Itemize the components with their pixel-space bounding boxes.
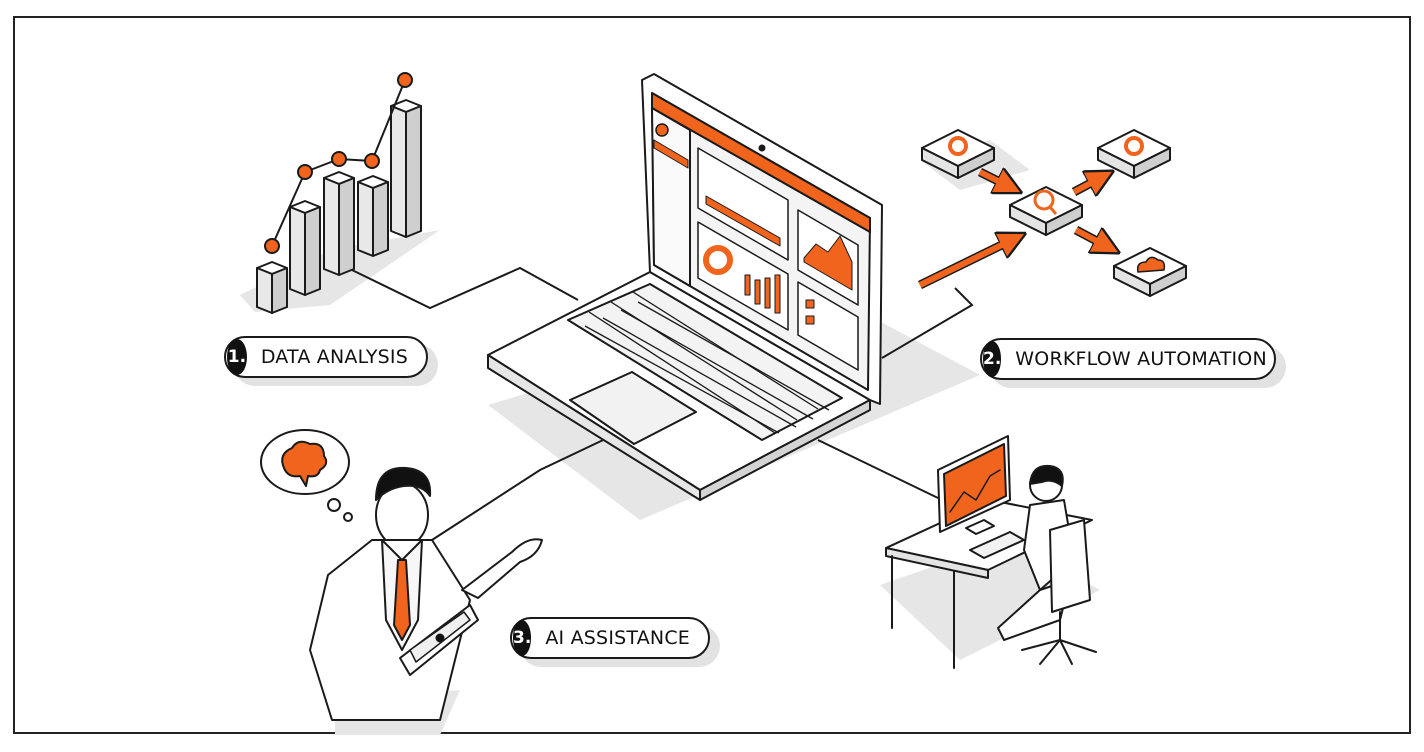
gear-icon (948, 136, 968, 156)
label-text: WORKFLOW AUTOMATION (1015, 348, 1267, 370)
assistant-person (260, 429, 543, 721)
chart-point (264, 238, 280, 254)
label-workflow-automation: 2. WORKFLOW AUTOMATION (980, 338, 1276, 380)
chart-bar (256, 261, 288, 314)
connector-lines (351, 266, 974, 541)
label-data-analysis: 1. DATA ANALYSIS (224, 336, 428, 378)
chart-point (397, 72, 413, 88)
label-ai-assistance: 3. AI ASSISTANCE (510, 617, 710, 659)
gear-tile (921, 129, 995, 179)
bar-chart-icon (256, 72, 422, 314)
chart-point (331, 151, 347, 167)
laptop-icon (487, 73, 883, 501)
chart-bar (323, 171, 355, 276)
label-number: 1. (227, 339, 247, 375)
trackpad (569, 371, 697, 445)
chart-bar (289, 200, 321, 296)
desk-worker (885, 435, 1097, 669)
chart-bar (390, 99, 422, 238)
chart-point (297, 164, 313, 180)
search-icon (1033, 189, 1055, 211)
label-number: 2. (983, 341, 1002, 377)
chart-point (364, 153, 380, 169)
brain-icon (281, 440, 328, 487)
label-text: AI ASSISTANCE (545, 627, 690, 649)
cloud-icon (1136, 256, 1166, 273)
label-text: DATA ANALYSIS (260, 346, 408, 368)
gear-tile (1097, 129, 1171, 179)
chart-bar (357, 175, 389, 257)
label-number: 3. (513, 620, 532, 656)
search-tile (1009, 186, 1083, 236)
office-chair (1049, 519, 1091, 613)
workflow-diagram (918, 129, 1187, 297)
cloud-tile (1113, 247, 1187, 297)
gear-icon (1124, 136, 1144, 156)
